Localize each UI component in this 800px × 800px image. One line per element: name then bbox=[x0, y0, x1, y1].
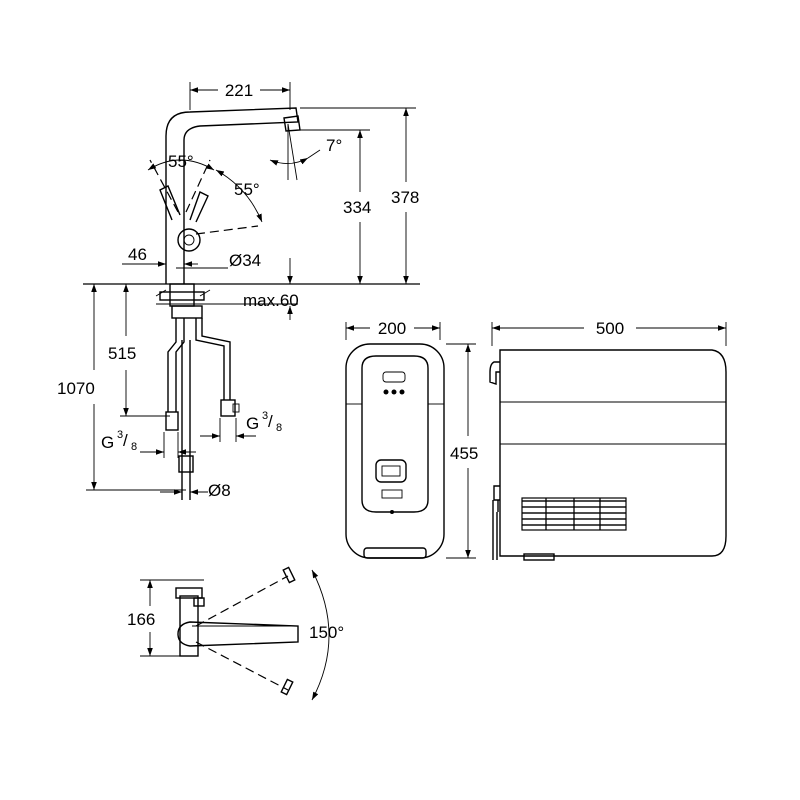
label-g-left-slash: / bbox=[123, 431, 128, 450]
fitting-right-valve bbox=[232, 403, 240, 413]
boiler-front-panel bbox=[361, 355, 429, 513]
center-tube bbox=[181, 340, 191, 500]
label-46: 46 bbox=[128, 245, 147, 264]
top-view-head-down bbox=[280, 678, 294, 696]
boiler-front-outer bbox=[345, 343, 445, 559]
mounting-nut bbox=[159, 291, 205, 301]
lever-angle-arc-left bbox=[147, 159, 215, 171]
label-max60: max.60 bbox=[243, 291, 299, 310]
label-221: 221 bbox=[225, 81, 253, 100]
boiler-logo bbox=[382, 371, 406, 383]
faucet-body bbox=[165, 107, 299, 284]
boiler-filter-label bbox=[381, 489, 403, 499]
label-166: 166 bbox=[127, 610, 155, 629]
boiler-side-outer bbox=[499, 349, 727, 557]
lever-angle-arc-right bbox=[215, 169, 263, 223]
hose-left-b bbox=[175, 318, 185, 412]
top-view-head-up bbox=[282, 566, 296, 584]
spout-angle-leader bbox=[307, 149, 321, 159]
label-d8: Ø8 bbox=[208, 481, 231, 500]
indicator-1 bbox=[383, 389, 389, 395]
indicator-2 bbox=[391, 389, 397, 395]
indicator-3 bbox=[399, 389, 405, 395]
label-55deg-left: 55° bbox=[168, 152, 194, 171]
tube-fitting bbox=[178, 455, 194, 473]
label-200: 200 bbox=[378, 319, 406, 338]
label-55deg-right: 55° bbox=[234, 180, 260, 199]
top-view-spout bbox=[177, 621, 299, 647]
label-g-right-den: 8 bbox=[276, 422, 282, 434]
water-boiler-front-view-icon bbox=[345, 322, 476, 559]
hatch-b bbox=[199, 289, 211, 297]
boiler-side-foot bbox=[523, 553, 555, 561]
hose-left-a bbox=[167, 318, 177, 412]
boiler-display bbox=[375, 459, 407, 483]
hose-right-b bbox=[201, 318, 231, 400]
water-boiler-side-view-icon bbox=[489, 322, 727, 561]
swivel-line-down bbox=[195, 641, 289, 691]
label-150deg: 150° bbox=[309, 623, 344, 642]
swivel-angle-arc bbox=[311, 569, 330, 701]
faucet-side-view-icon bbox=[83, 82, 420, 500]
label-455: 455 bbox=[450, 444, 478, 463]
label-d34: Ø34 bbox=[229, 251, 261, 270]
spout-angle-arc bbox=[269, 157, 309, 166]
lower-fitting bbox=[171, 305, 203, 319]
label-g-right-num: 3 bbox=[262, 410, 268, 422]
spout-angle-line bbox=[287, 123, 298, 181]
faucet-top-view-icon bbox=[140, 566, 330, 701]
label-378: 378 bbox=[391, 188, 419, 207]
side-knob bbox=[177, 228, 201, 252]
boiler-cable-a bbox=[492, 500, 499, 512]
boiler-display-inner bbox=[381, 465, 401, 477]
boiler-cable-b bbox=[492, 512, 498, 560]
dimension-labels: 221 7° 55° 55° 334 378 46 Ø34 max.60 515… bbox=[57, 81, 624, 642]
swivel-line-up bbox=[195, 575, 289, 627]
top-view-knob bbox=[193, 597, 205, 607]
label-g-left-num: 3 bbox=[117, 429, 123, 441]
fitting-right bbox=[220, 399, 236, 417]
boiler-front-foot bbox=[363, 547, 427, 559]
label-1070: 1070 bbox=[57, 379, 95, 398]
side-knob-inner bbox=[183, 234, 195, 246]
mounting-shank bbox=[169, 283, 195, 307]
hose-right-a bbox=[195, 318, 225, 400]
label-g-left: G bbox=[101, 433, 114, 452]
label-334: 334 bbox=[343, 198, 371, 217]
hatch-a bbox=[155, 289, 167, 297]
label-500: 500 bbox=[596, 319, 624, 338]
boiler-led bbox=[390, 510, 394, 514]
label-515: 515 bbox=[108, 344, 136, 363]
knob-swing-line bbox=[195, 225, 259, 235]
lever-right bbox=[189, 191, 209, 223]
top-view-lever bbox=[175, 587, 203, 599]
label-g-right-slash: / bbox=[268, 412, 273, 431]
label-g-right: G bbox=[246, 414, 259, 433]
boiler-top-connector bbox=[489, 361, 500, 385]
lever-left bbox=[159, 185, 181, 221]
label-g-left-den: 8 bbox=[131, 441, 137, 453]
boiler-side-port bbox=[493, 485, 500, 501]
fitting-left bbox=[165, 411, 179, 431]
label-7deg: 7° bbox=[326, 136, 342, 155]
